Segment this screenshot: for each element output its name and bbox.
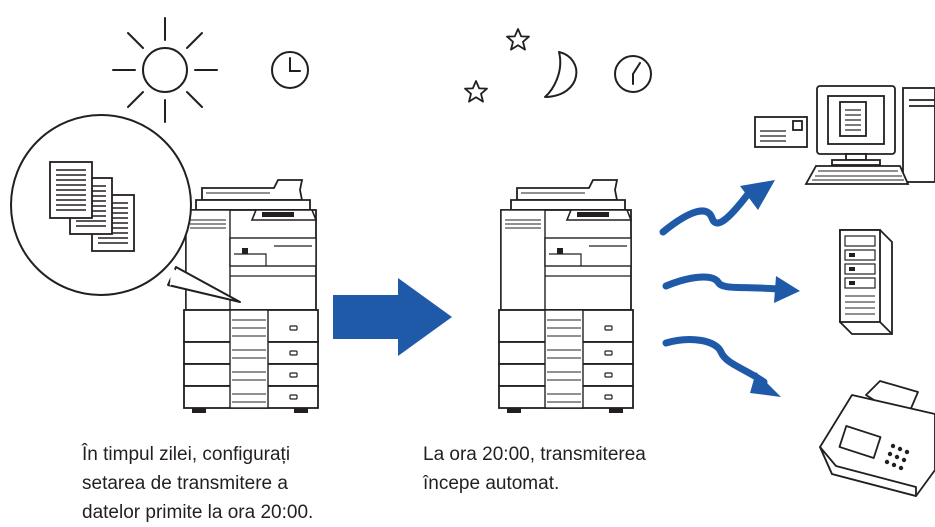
transfer-arrow-icon <box>659 180 775 236</box>
multifunction-printer-icon <box>183 179 319 414</box>
email-envelope-icon <box>754 116 808 148</box>
computer-icon <box>804 85 935 185</box>
caption-line: începe automat. <box>423 473 560 494</box>
multifunction-printer-icon <box>498 179 634 414</box>
moon-icon <box>544 51 578 98</box>
server-icon <box>839 229 893 335</box>
fax-machine-icon <box>819 380 935 497</box>
arrow-right-icon <box>333 278 452 356</box>
daytime-caption: În timpul zilei, configurați setarea de … <box>82 440 313 527</box>
star-icon <box>506 28 530 51</box>
star-icon <box>464 80 488 103</box>
caption-line: setarea de transmitere a <box>82 473 288 494</box>
night-caption: La ora 20:00, transmiterea începe automa… <box>423 440 646 498</box>
caption-line: La ora 20:00, transmiterea <box>423 444 646 465</box>
transfer-arrow-icon <box>662 336 781 397</box>
caption-line: În timpul zilei, configurați <box>82 444 291 465</box>
clock-icon <box>614 55 652 93</box>
sun-icon <box>112 17 218 123</box>
document-stack-icon <box>10 114 241 303</box>
transfer-arrow-icon <box>662 273 800 303</box>
clock-icon <box>271 51 309 89</box>
caption-line: datelor primite la ora 20:00. <box>82 502 314 523</box>
